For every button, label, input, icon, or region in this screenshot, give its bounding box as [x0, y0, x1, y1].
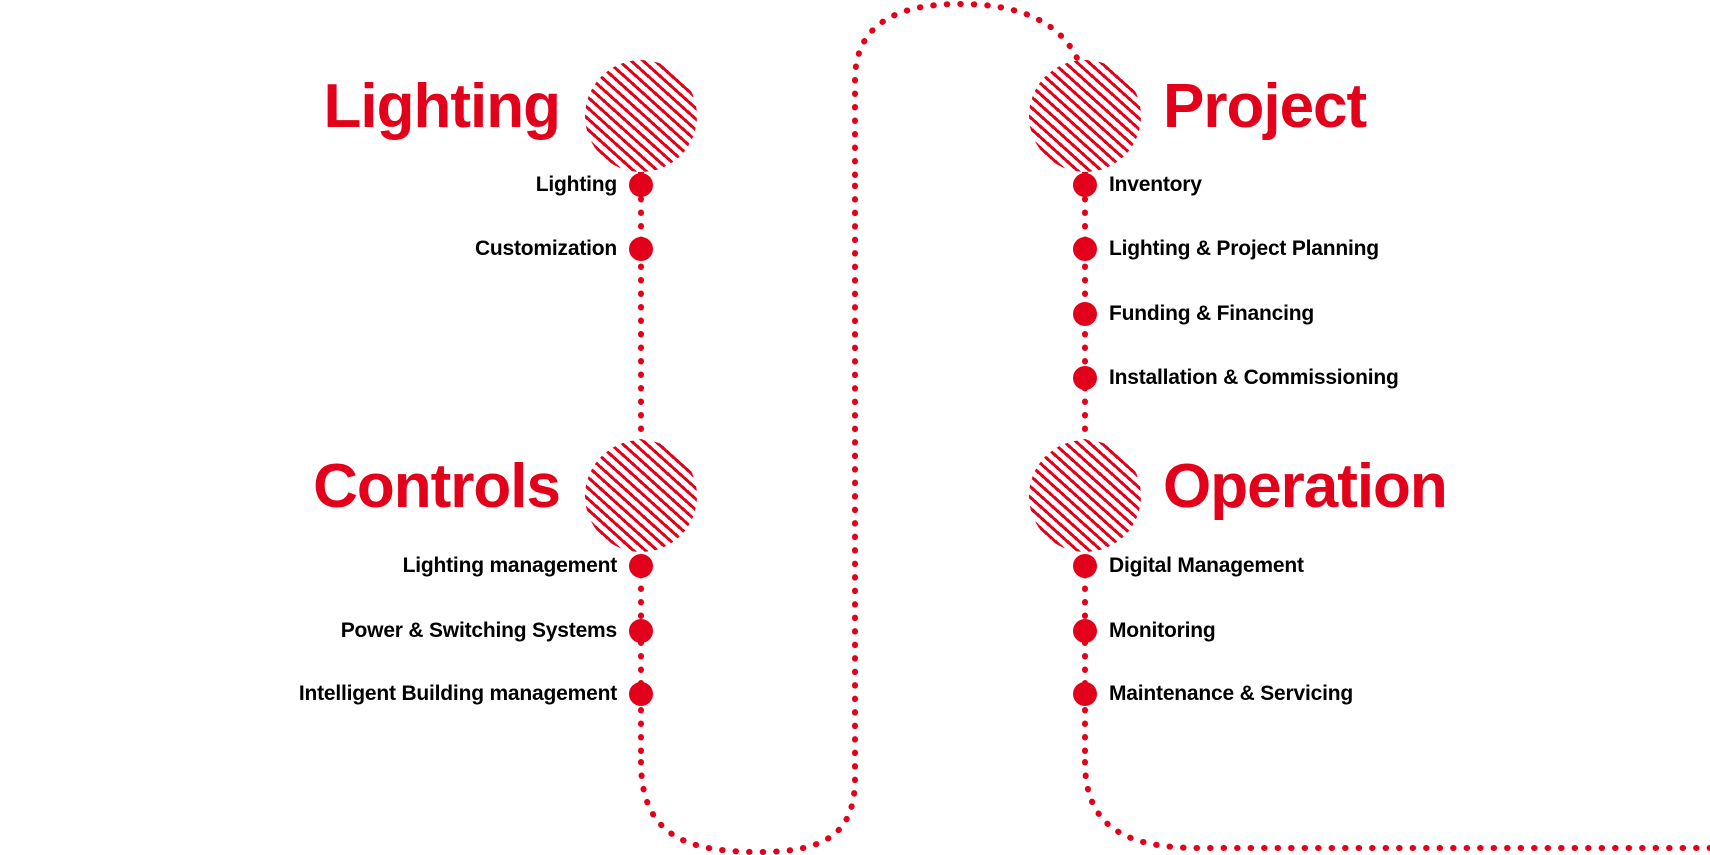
list-item-label: Digital Management — [1109, 554, 1304, 577]
bullet-dot-icon — [1073, 682, 1097, 706]
list-item[interactable]: Installation & Commissioning — [1073, 365, 1399, 391]
list-item-label: Intelligent Building management — [298, 682, 617, 705]
section-heading-operation: Operation — [1163, 452, 1448, 521]
bullet-dot-icon — [1073, 619, 1097, 643]
hatched-circle-icon-controls — [585, 440, 697, 552]
section-heading-controls: Controls — [313, 452, 561, 521]
list-item[interactable]: Monitoring — [1073, 618, 1216, 644]
section-heading-lighting: Lighting — [323, 72, 561, 141]
list-item[interactable]: Lighting & Project Planning — [1073, 236, 1379, 262]
list-item-label: Lighting & Project Planning — [1109, 237, 1379, 260]
list-item-label: Funding & Financing — [1109, 302, 1315, 325]
list-item-label: Installation & Commissioning — [1109, 366, 1399, 389]
section-heading-project: Project — [1163, 72, 1367, 141]
list-item[interactable]: Customization — [0, 236, 653, 262]
list-item[interactable]: Lighting — [0, 172, 653, 198]
list-item-label: Maintenance & Servicing — [1109, 682, 1353, 705]
list-item[interactable]: Lighting management — [0, 553, 653, 579]
hatched-circle-icon-project — [1029, 60, 1141, 172]
hatched-circle-icon-lighting — [585, 60, 697, 172]
list-item-label: Power & Switching Systems — [340, 619, 617, 642]
bullet-dot-icon — [1073, 237, 1097, 261]
list-item-label: Inventory — [1109, 173, 1202, 196]
list-item-label: Lighting — [535, 173, 617, 196]
bullet-dot-icon — [629, 682, 653, 706]
bullet-dot-icon — [629, 619, 653, 643]
list-item[interactable]: Inventory — [1073, 172, 1202, 198]
list-item[interactable]: Intelligent Building management — [0, 681, 653, 707]
bullet-dot-icon — [1073, 302, 1097, 326]
list-item-label: Lighting management — [402, 554, 618, 577]
exit-bottom-right — [1082, 759, 1710, 851]
bullet-dot-icon — [1073, 366, 1097, 390]
list-item[interactable]: Funding & Financing — [1073, 301, 1314, 327]
list-item[interactable]: Power & Switching Systems — [0, 618, 653, 644]
hatched-circle-icon-operation — [1029, 440, 1141, 552]
bullet-dot-icon — [1073, 173, 1097, 197]
bullet-dot-icon — [629, 173, 653, 197]
list-item[interactable]: Digital Management — [1073, 553, 1304, 579]
list-item-label: Monitoring — [1109, 619, 1216, 642]
bullet-dot-icon — [629, 237, 653, 261]
list-item-label: Customization — [474, 237, 617, 260]
bullet-dot-icon — [1073, 554, 1097, 578]
list-item[interactable]: Maintenance & Servicing — [1073, 681, 1353, 707]
bullet-dot-icon — [629, 554, 653, 578]
